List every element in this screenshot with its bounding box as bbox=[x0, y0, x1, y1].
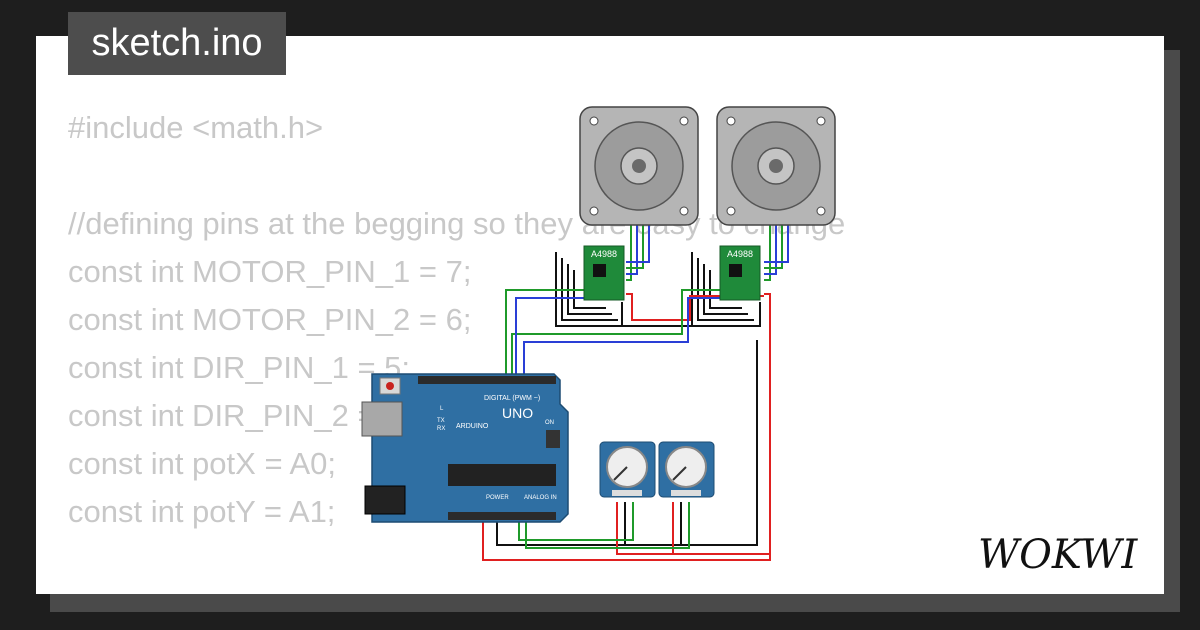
stepper-driver[interactable]: A4988 bbox=[583, 245, 625, 301]
led-label-l: L bbox=[440, 406, 444, 412]
wire-blue bbox=[523, 297, 720, 378]
code-line-4: const int MOTOR_PIN_1 = 7; bbox=[68, 254, 472, 289]
code-line-6: const int DIR_PIN_1 = 5; bbox=[68, 350, 411, 385]
wire-red bbox=[482, 293, 771, 561]
wire-motor bbox=[626, 210, 632, 281]
wire-black bbox=[703, 264, 748, 315]
board-model: UNO bbox=[502, 405, 533, 421]
digital-header-label: DIGITAL (PWM ~) bbox=[484, 395, 540, 402]
wires bbox=[482, 210, 789, 561]
wire-green bbox=[525, 502, 690, 549]
stepper-motor[interactable] bbox=[579, 106, 699, 226]
usb-port bbox=[361, 401, 403, 437]
led-label-tx: TX bbox=[437, 418, 445, 424]
code-line-9: const int potY = A1; bbox=[68, 494, 336, 529]
logo-text: WOKWI bbox=[978, 532, 1138, 578]
wire-black bbox=[573, 270, 606, 309]
wire-motor bbox=[764, 210, 789, 263]
wire-red bbox=[616, 502, 770, 555]
wire-motor bbox=[626, 210, 650, 263]
wire-motor bbox=[626, 210, 638, 275]
analog-header bbox=[448, 512, 556, 520]
wire-motor bbox=[764, 210, 777, 275]
arduino-uno-board[interactable]: DIGITAL (PWM ~) UNO ARDUINO POWER ANALOG… bbox=[361, 373, 569, 523]
potentiometer[interactable] bbox=[599, 441, 656, 498]
analog-header-label: ANALOG IN bbox=[524, 495, 557, 501]
code-line-3: //defining pins at the begging so they a… bbox=[68, 206, 846, 241]
driver-label: A4988 bbox=[727, 249, 753, 259]
wire-green bbox=[511, 289, 720, 378]
wire-black bbox=[561, 258, 618, 321]
code-listing: #include <math.h> //defining pins at the… bbox=[68, 104, 845, 594]
wire-black bbox=[697, 258, 754, 321]
board-brand: ARDUINO bbox=[456, 423, 489, 430]
code-line-8: const int potX = A0; bbox=[68, 446, 336, 481]
wire-black bbox=[496, 340, 758, 546]
file-tab[interactable]: sketch.ino bbox=[68, 12, 286, 75]
code-line-11: //defining the states of moving and spee… bbox=[68, 584, 845, 594]
stepper-motor[interactable] bbox=[716, 106, 836, 226]
wire-motor bbox=[626, 210, 644, 269]
wire-green bbox=[505, 289, 586, 378]
code-line-1: #include <math.h> bbox=[68, 110, 324, 145]
digital-header bbox=[418, 376, 556, 384]
wire-motor bbox=[764, 210, 783, 269]
mcu-chip bbox=[448, 464, 556, 486]
potentiometer[interactable] bbox=[658, 441, 715, 498]
code-line-7: const int DIR_PIN_2 = 4; bbox=[68, 398, 411, 433]
power-jack bbox=[364, 485, 406, 515]
power-header-label: POWER bbox=[486, 495, 509, 501]
driver-label: A4988 bbox=[591, 249, 617, 259]
on-led-label: ON bbox=[545, 420, 554, 426]
wire-blue bbox=[515, 297, 586, 378]
icsp-header bbox=[546, 430, 560, 448]
wokwi-logo: WOKWI bbox=[978, 532, 1138, 578]
led-label-rx: RX bbox=[437, 426, 445, 432]
wire-black bbox=[567, 264, 612, 315]
wire-black bbox=[709, 270, 742, 309]
wire-red bbox=[626, 293, 700, 321]
wire-motor bbox=[764, 210, 771, 281]
stepper-driver[interactable]: A4988 bbox=[719, 245, 761, 301]
code-line-5: const int MOTOR_PIN_2 = 6; bbox=[68, 302, 472, 337]
wire-green bbox=[518, 502, 634, 541]
